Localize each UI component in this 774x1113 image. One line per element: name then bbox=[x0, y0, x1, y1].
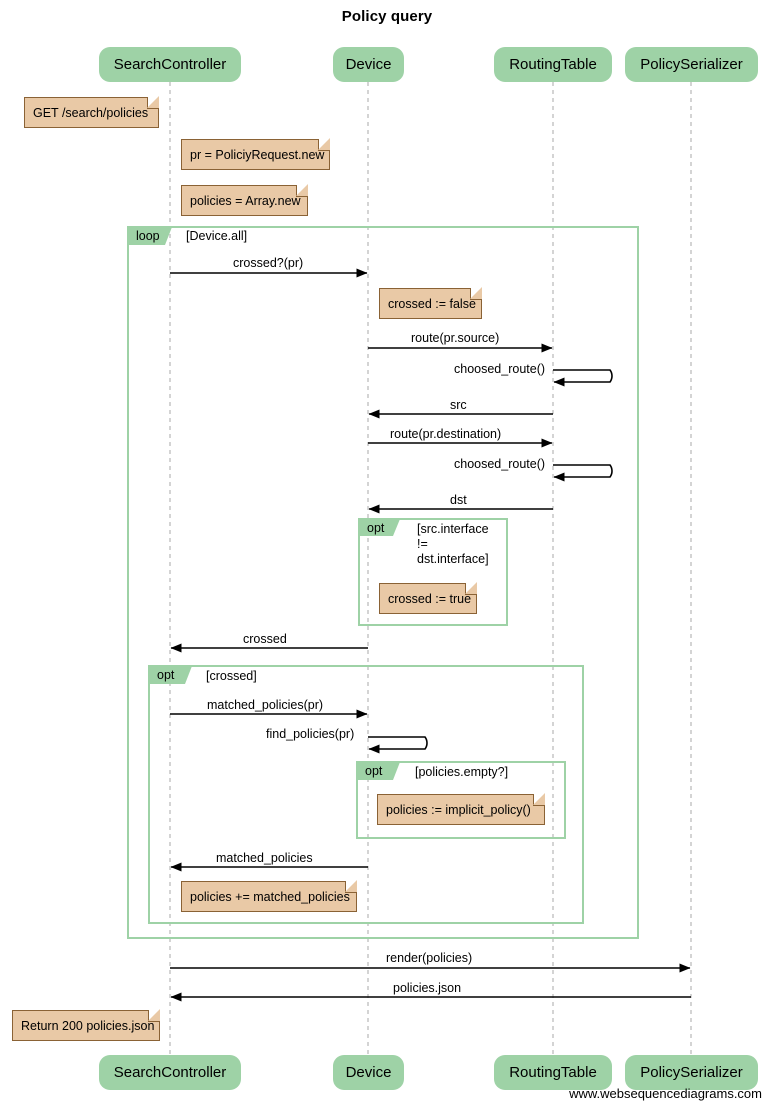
msg-label-render-policies: render(policies) bbox=[386, 951, 473, 965]
msg-label-find-policies-pr: find_policies(pr) bbox=[266, 727, 355, 741]
arrow-find-policies-pr bbox=[368, 736, 428, 754]
note-text: crossed := false bbox=[388, 296, 476, 311]
msg-label-src: src bbox=[450, 398, 467, 412]
note-fold-icon bbox=[148, 1009, 160, 1022]
note-fold-icon bbox=[345, 880, 357, 893]
msg-label-route-destination: route(pr.destination) bbox=[390, 427, 502, 441]
msg-label-matched-policies: matched_policies bbox=[216, 851, 313, 865]
note-fold-icon bbox=[296, 184, 308, 197]
frame-tag-loop: loop bbox=[136, 229, 160, 243]
note-text: policies = Array.new bbox=[190, 193, 301, 208]
msg-label-dst: dst bbox=[450, 493, 467, 507]
participant-searchcontroller-bottom[interactable]: SearchController bbox=[99, 1055, 241, 1090]
frame-tag-opt-policies-empty: opt bbox=[365, 764, 383, 778]
frame-tag-shape-loop bbox=[128, 227, 172, 245]
frame-tag-shape-opt-crossed bbox=[149, 666, 192, 684]
participant-label: RoutingTable bbox=[509, 56, 597, 73]
participant-policyserializer-top[interactable]: PolicySerializer bbox=[625, 47, 758, 82]
note-fold-icon bbox=[318, 138, 330, 151]
msg-label-choosed-route-1: choosed_route() bbox=[454, 362, 546, 376]
msg-label-crossed: crossed bbox=[243, 632, 287, 646]
note-crossed-true: crossed := true bbox=[379, 582, 477, 614]
frame-tag-opt-crossed: opt bbox=[157, 668, 175, 682]
note-get-search-policies: GET /search/policies bbox=[24, 96, 159, 128]
msg-label-policies-json: policies.json bbox=[393, 981, 462, 995]
msg-label-choosed-route-2: choosed_route() bbox=[454, 457, 546, 471]
note-policies-plus-matched: policies += matched_policies bbox=[181, 880, 357, 912]
note-policies-array-new: policies = Array.new bbox=[181, 184, 308, 216]
arrow-choosed-route-2 bbox=[553, 464, 613, 482]
note-pr-policy-request-new: pr = PoliciyRequest.new bbox=[181, 138, 330, 170]
frame-condition-opt-crossed: [crossed] bbox=[206, 669, 257, 683]
participant-routingtable-top[interactable]: RoutingTable bbox=[494, 47, 612, 82]
note-policies-implicit-policy: policies := implicit_policy() bbox=[377, 793, 545, 825]
frame-condition-opt-policies-empty: [policies.empty?] bbox=[415, 765, 509, 779]
footer-credit: www.websequencediagrams.com bbox=[569, 1086, 762, 1101]
participant-label: SearchController bbox=[113, 1064, 227, 1081]
participant-label: PolicySerializer bbox=[640, 1064, 743, 1081]
page-title: Policy query bbox=[341, 8, 433, 25]
frame-loop-device-all-rect bbox=[127, 226, 639, 939]
msg-label-matched-policies-pr: matched_policies(pr) bbox=[207, 698, 324, 712]
frame-condition-opt-src-interface: [src.interface != dst.interface] bbox=[417, 522, 489, 566]
participant-label: SearchController bbox=[113, 56, 227, 73]
note-text: Return 200 policies.json bbox=[21, 1018, 155, 1033]
lifelines bbox=[169, 82, 692, 1054]
note-text: crossed := true bbox=[388, 591, 472, 606]
participant-searchcontroller-top[interactable]: SearchController bbox=[99, 47, 241, 82]
frame-opt-crossed-rect bbox=[148, 665, 584, 924]
participant-label: Device bbox=[345, 1064, 392, 1081]
note-fold-icon bbox=[147, 96, 159, 109]
note-fold-icon bbox=[470, 287, 482, 300]
participant-routingtable-bottom[interactable]: RoutingTable bbox=[494, 1055, 612, 1090]
note-text: GET /search/policies bbox=[33, 105, 149, 120]
note-fold-icon bbox=[465, 582, 477, 595]
msg-label-crossed-pr: crossed?(pr) bbox=[233, 256, 304, 270]
note-return-200: Return 200 policies.json bbox=[12, 1009, 160, 1041]
frame-condition-loop: [Device.all] bbox=[186, 229, 248, 243]
participant-device-bottom[interactable]: Device bbox=[333, 1055, 404, 1090]
frame-tag-shape-opt-src bbox=[359, 519, 400, 536]
note-text: pr = PoliciyRequest.new bbox=[190, 147, 325, 162]
participant-label: PolicySerializer bbox=[640, 56, 743, 73]
participant-label: Device bbox=[345, 56, 392, 73]
msg-label-route-source: route(pr.source) bbox=[411, 331, 500, 345]
note-fold-icon bbox=[533, 793, 545, 806]
note-text: policies += matched_policies bbox=[190, 889, 350, 904]
participant-policyserializer-bottom[interactable]: PolicySerializer bbox=[625, 1055, 758, 1090]
frame-opt-src-interface-rect bbox=[358, 518, 508, 626]
participant-device-top[interactable]: Device bbox=[333, 47, 404, 82]
note-crossed-false: crossed := false bbox=[379, 287, 482, 319]
frame-tag-shape-opt-empty bbox=[357, 762, 400, 780]
frame-tag-opt-src-interface: opt bbox=[367, 521, 385, 535]
frame-opt-policies-empty-rect bbox=[356, 761, 566, 839]
note-text: policies := implicit_policy() bbox=[386, 802, 531, 817]
participant-label: RoutingTable bbox=[509, 1064, 597, 1081]
arrow-choosed-route-1 bbox=[553, 369, 613, 387]
